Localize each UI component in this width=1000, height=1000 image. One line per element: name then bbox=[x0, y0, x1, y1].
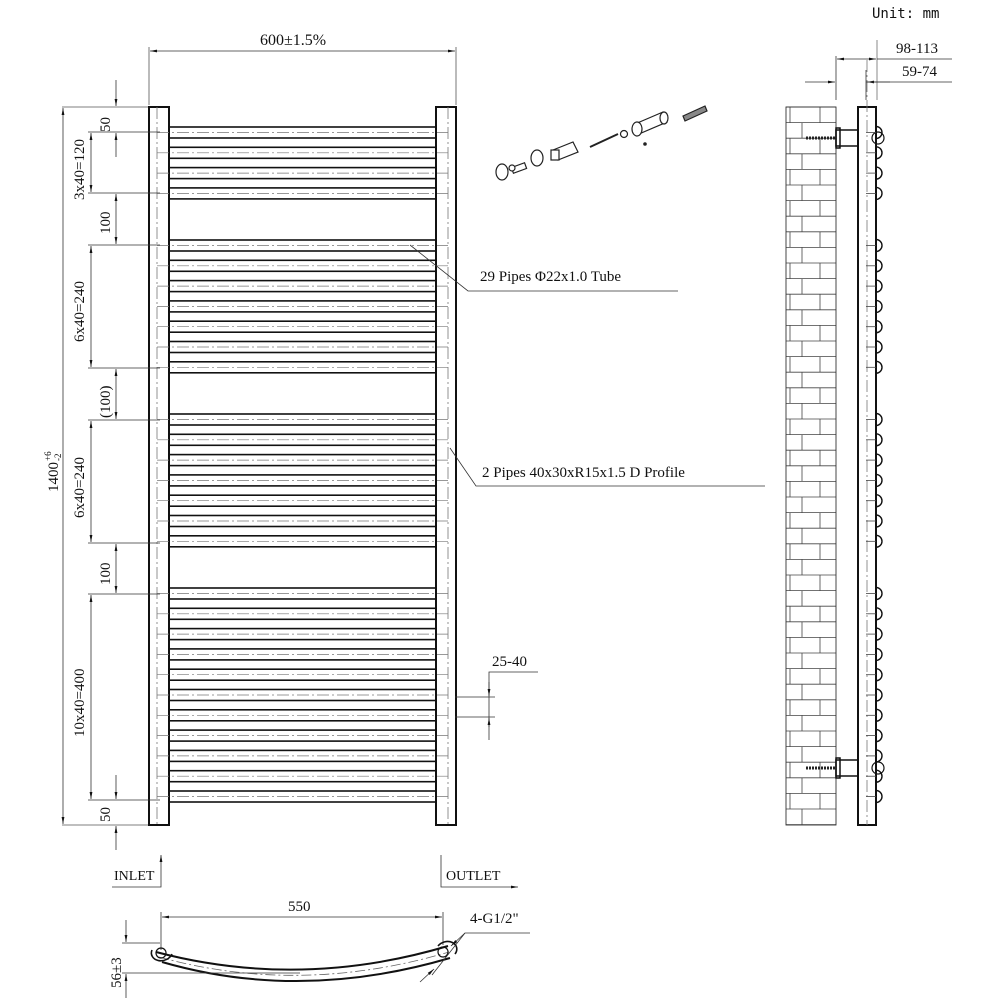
depth-inner-dimension: 59-74 bbox=[902, 64, 937, 80]
right-upright bbox=[435, 106, 457, 826]
side-view bbox=[785, 40, 952, 826]
segment-gap-1: 100 bbox=[98, 211, 114, 235]
plan-view bbox=[122, 912, 530, 998]
height-value: 1400 bbox=[46, 462, 62, 492]
span-dimension: 550 bbox=[288, 899, 311, 915]
segment-group-4: 10x40=400 bbox=[72, 668, 88, 737]
tube-callout: 29 Pipes Φ22x1.0 Tube bbox=[480, 269, 621, 285]
curve-dimension: 56±3 bbox=[109, 957, 125, 988]
inlet-label: INLET bbox=[114, 869, 155, 884]
width-dimension: 600±1.5% bbox=[260, 32, 327, 49]
segment-gap-3: 100 bbox=[98, 562, 114, 586]
outlet-label: OUTLET bbox=[446, 869, 501, 884]
tube-ends bbox=[866, 125, 883, 804]
depth-outer-dimension: 98-113 bbox=[896, 41, 938, 57]
horizontal-tubes bbox=[157, 126, 448, 803]
segment-top-margin: 50 bbox=[98, 117, 114, 132]
segment-group-1: 3x40=120 bbox=[72, 139, 88, 200]
fixing-kit-icon bbox=[495, 105, 708, 181]
left-upright bbox=[148, 106, 170, 826]
brick-wall-icon bbox=[786, 106, 836, 825]
connection-callout: 4-G1/2" bbox=[470, 911, 519, 927]
profile-callout: 2 Pipes 40x30xR15x1.5 D Profile bbox=[482, 465, 685, 481]
height-tol-lower: -2 bbox=[53, 453, 63, 462]
segment-group-3: 6x40=240 bbox=[72, 457, 88, 518]
height-dimension: 1400+6-2 bbox=[43, 451, 63, 492]
unit-label: Unit: mm bbox=[872, 6, 940, 22]
segment-bottom-margin: 50 bbox=[98, 807, 114, 822]
front-view bbox=[61, 47, 765, 889]
segment-gap-2: (100) bbox=[98, 385, 114, 419]
wall-gap-dimension: 25-40 bbox=[492, 654, 527, 670]
segment-group-2: 6x40=240 bbox=[72, 281, 88, 342]
height-tol-upper: +6 bbox=[43, 451, 53, 461]
